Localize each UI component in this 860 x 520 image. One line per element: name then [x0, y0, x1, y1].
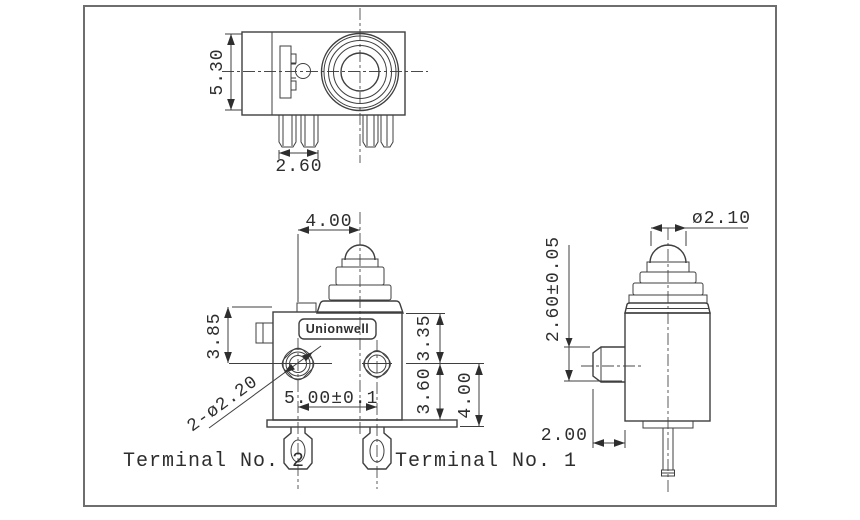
top-view-body	[241, 31, 406, 116]
drawing-frame-border	[83, 5, 777, 507]
dim-side-plunger-diameter: ø2.10	[692, 209, 751, 229]
dim-side-button-height: 2.60±0.05	[544, 236, 564, 342]
side-button	[592, 346, 625, 383]
side-cap	[624, 302, 711, 314]
side-plunger	[628, 244, 708, 304]
logo-box	[298, 318, 377, 340]
dim-front-right-lower: 3.60	[415, 367, 435, 414]
top-view-pivot-hole	[295, 63, 311, 79]
front-terminal-lug-1	[362, 427, 392, 470]
dim-front-right-total: 4.00	[456, 371, 476, 418]
label-terminal-1: Terminal No. 1	[395, 450, 577, 473]
top-view-slot-plate	[279, 45, 292, 99]
dim-top-terminal-width: 2.60	[275, 157, 322, 177]
dim-front-right-upper: 3.35	[415, 314, 435, 361]
front-right-rivet	[362, 350, 392, 378]
top-view: 5.30 2.60	[208, 8, 428, 177]
dim-top-body-height: 5.30	[208, 48, 228, 95]
front-side-button	[255, 322, 274, 344]
top-view-terminals	[278, 115, 394, 148]
brand-logo: Unionwell	[306, 322, 370, 336]
front-plunger	[316, 244, 404, 314]
front-terminal-lug-2	[283, 427, 313, 470]
top-view-plunger-circles	[320, 32, 400, 112]
front-top-boss	[296, 302, 317, 313]
dim-front-terminal-pitch: 5.00±0.1	[284, 389, 378, 409]
dim-side-button-depth: 2.00	[541, 426, 588, 446]
dim-front-plunger-offset: 4.00	[305, 212, 352, 232]
dim-front-left-height: 3.85	[205, 312, 225, 359]
label-terminal-2: Terminal No. 2	[123, 450, 305, 473]
front-base-plate	[266, 419, 458, 428]
side-view: ø2.10 2.60±0.05 2.00	[541, 209, 751, 492]
